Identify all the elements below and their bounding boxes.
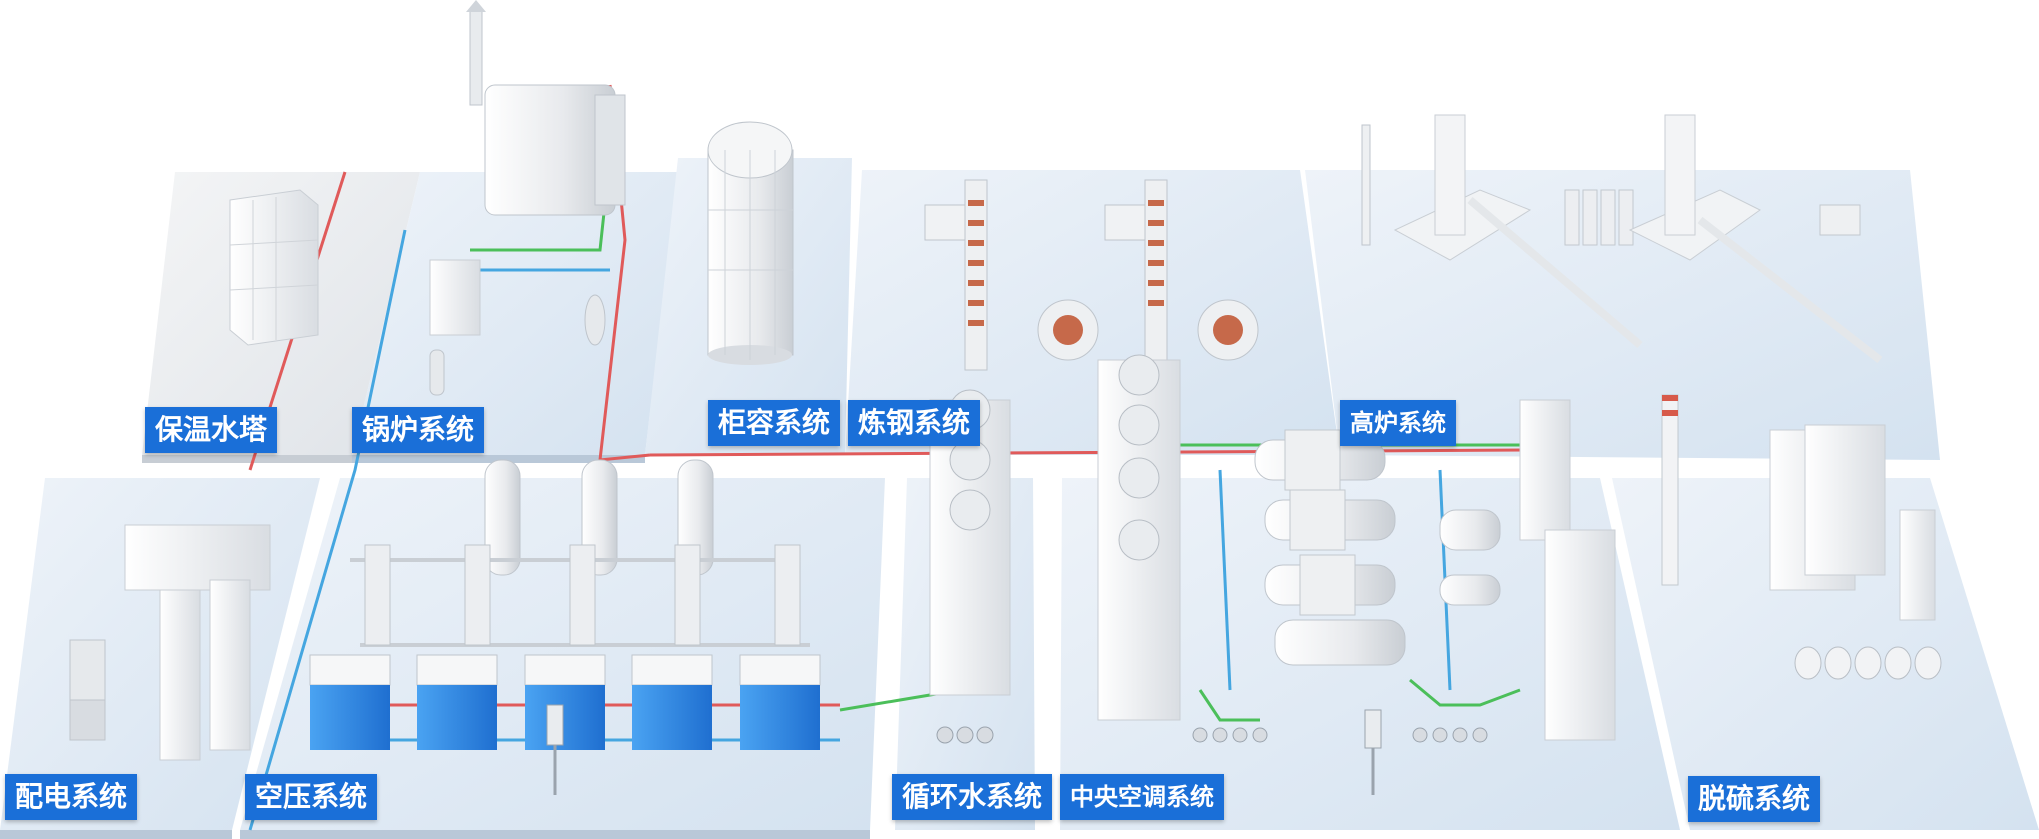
label-circulating-water-system: 循环水系统 <box>892 774 1053 820</box>
gas-holder-tank <box>707 121 794 365</box>
air-compressor-equipment <box>309 459 821 795</box>
label-power-distribution-system: 配电系统 <box>5 774 138 820</box>
cooling-tower <box>929 389 1011 744</box>
label-boiler-system: 锅炉系统 <box>352 407 485 453</box>
desulfurization-equipment <box>1661 394 1942 680</box>
dryer-units <box>364 544 801 646</box>
blast-furnace-equipment <box>1361 114 1883 364</box>
label-insulated-water-tower: 保温水塔 <box>145 407 278 453</box>
label-air-compressor-system: 空压系统 <box>245 774 378 820</box>
central-ac-equipment <box>1097 354 1616 795</box>
insulated-water-tank <box>229 189 319 346</box>
steelmaking-equipment <box>924 179 1259 371</box>
compressor-cabinets <box>309 654 821 750</box>
label-blast-furnace-system: 高炉系统 <box>1340 400 1456 446</box>
air-compressor-platform <box>240 478 885 839</box>
label-steelmaking-system: 炼钢系统 <box>848 400 981 446</box>
label-desulfurization-system: 脱硫系统 <box>1688 776 1821 822</box>
power-distribution-equipment <box>69 524 271 761</box>
label-central-ac-system: 中央空调系统 <box>1060 774 1224 820</box>
label-gas-holder-system: 柜容系统 <box>708 400 841 446</box>
boiler-unit <box>429 0 626 396</box>
